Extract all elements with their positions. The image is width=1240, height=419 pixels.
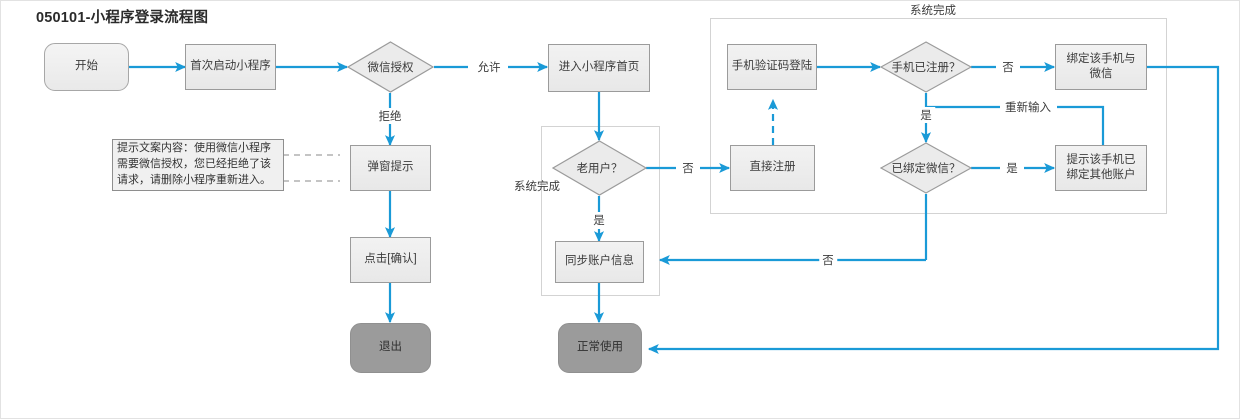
node-first-launch[interactable]: 首次启动小程序 <box>185 44 276 90</box>
edge-label-phone-registered-no: 否 <box>999 59 1017 75</box>
node-exit[interactable]: 退出 <box>350 323 431 373</box>
node-phone-registered[interactable]: 手机已注册？ <box>880 41 972 93</box>
node-wechat-auth-label: 微信授权 <box>367 62 414 74</box>
node-click-confirm[interactable]: 点击[确认] <box>350 237 431 283</box>
node-phone-registered-label: 手机已注册？ <box>891 62 961 74</box>
edge-label-phone-registered-yes: 是 <box>917 107 935 123</box>
node-enter-home[interactable]: 进入小程序首页 <box>548 44 650 92</box>
node-wechat-bound-label: 已绑定微信？ <box>891 163 961 175</box>
edge-label-reenter: 重新输入 <box>1002 99 1054 115</box>
group-box-left <box>541 126 660 296</box>
node-sms-login[interactable]: 手机验证码登陆 <box>727 44 817 90</box>
group-label-right: 系统完成 <box>910 5 956 17</box>
node-old-user[interactable]: 老用户？ <box>552 140 647 196</box>
edge-label-old-user-yes: 是 <box>590 212 608 228</box>
edge-label-reject: 拒绝 <box>375 108 405 124</box>
node-sync-account[interactable]: 同步账户信息 <box>555 241 644 283</box>
node-bind-phone-wechat[interactable]: 绑定该手机与微信 <box>1055 44 1147 90</box>
diamond-shape-icon <box>552 140 647 196</box>
diamond-shape-icon <box>347 41 434 93</box>
node-wechat-bound[interactable]: 已绑定微信？ <box>880 142 972 194</box>
node-phone-bound-other[interactable]: 提示该手机已绑定其他账户 <box>1055 145 1147 191</box>
edge-label-wechat-bound-no: 否 <box>819 252 837 268</box>
node-start[interactable]: 开始 <box>44 43 129 91</box>
diamond-shape-icon <box>880 41 972 93</box>
node-direct-register[interactable]: 直接注册 <box>730 145 815 191</box>
group-box-right <box>710 18 1167 214</box>
edge-label-old-user-no: 否 <box>679 160 697 176</box>
note-auth-rejected: 提示文案内容：使用微信小程序需要微信授权，您已经拒绝了该请求，请删除小程序重新进… <box>112 139 284 191</box>
diamond-shape-icon <box>880 142 972 194</box>
node-popup-tip[interactable]: 弹窗提示 <box>350 145 431 191</box>
node-normal-use[interactable]: 正常使用 <box>558 323 642 373</box>
node-old-user-label: 老用户？ <box>576 163 623 175</box>
edge-label-allow: 允许 <box>474 59 504 75</box>
edge-label-wechat-bound-yes: 是 <box>1003 160 1021 176</box>
node-wechat-auth[interactable]: 微信授权 <box>347 41 434 93</box>
page-title: 050101-小程序登录流程图 <box>36 10 209 26</box>
